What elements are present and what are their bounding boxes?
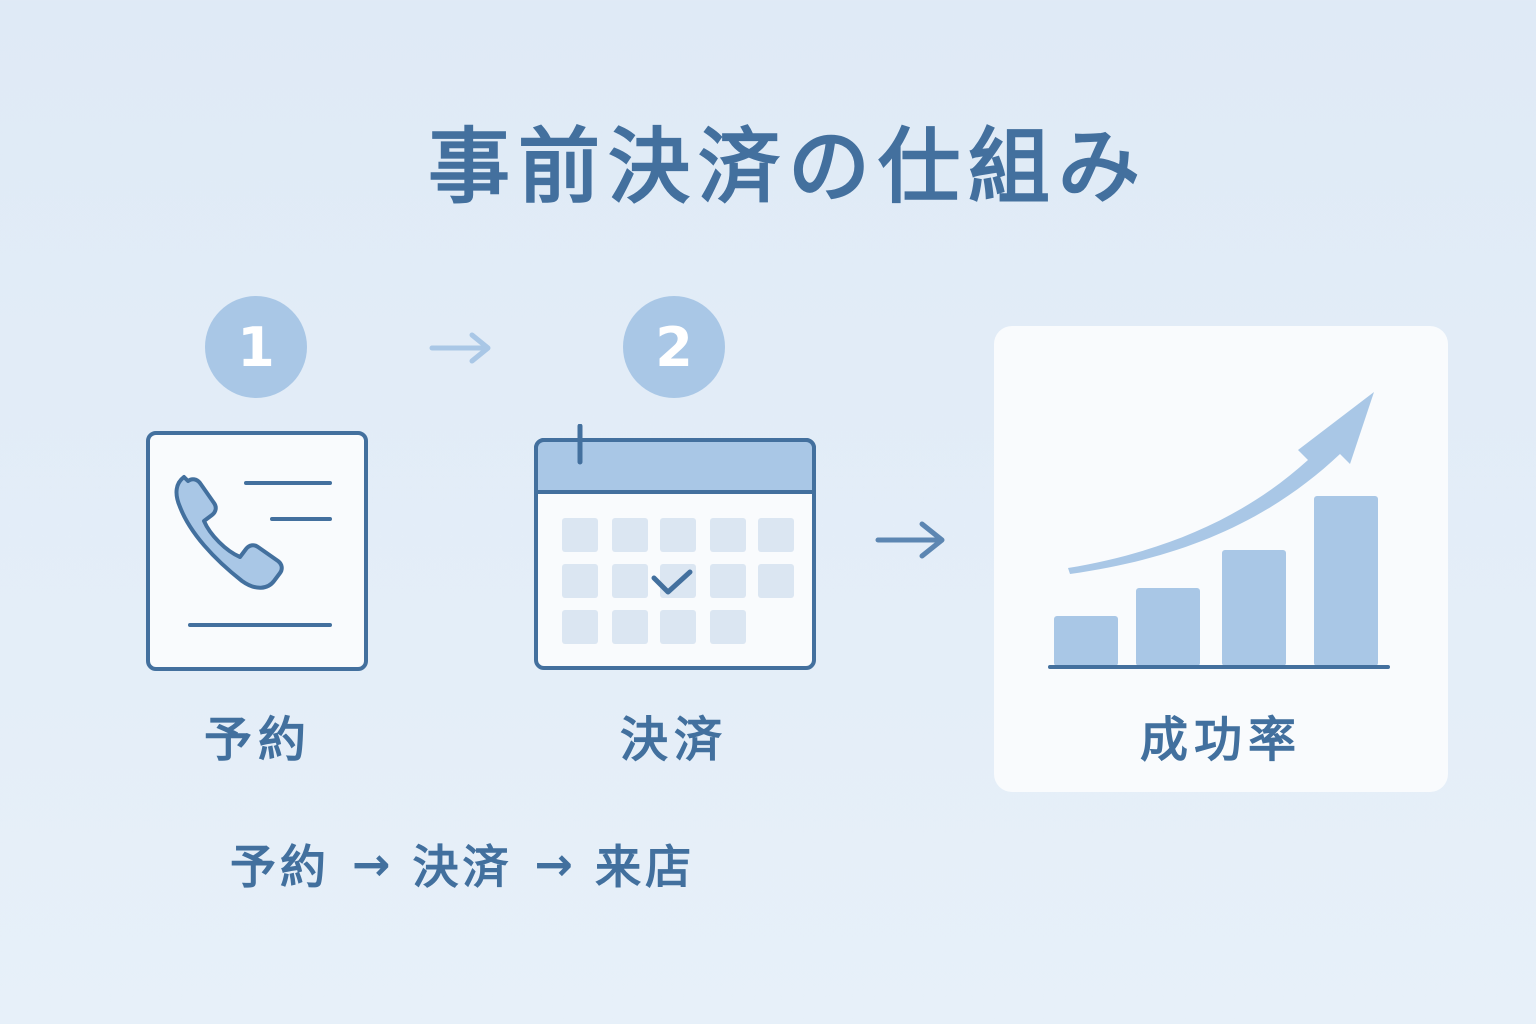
result-arrow-icon	[875, 521, 945, 559]
step-connector-arrow-icon	[429, 332, 491, 364]
growth-bar-chart-icon	[1048, 392, 1390, 669]
phone-document-icon	[146, 431, 368, 671]
step-1-badge: 1	[205, 296, 307, 398]
step-2-badge: 2	[623, 296, 725, 398]
step-2-label: 決済	[619, 712, 728, 768]
step-1-number: 1	[237, 315, 275, 379]
flow-arrow-icon: →	[352, 837, 391, 891]
flow-arrow-icon: →	[534, 837, 574, 891]
flow-item-payment: 決済	[412, 840, 513, 894]
calendar-check-icon	[534, 424, 816, 670]
flow-item-visit: 来店	[595, 840, 696, 894]
page-title: 事前決済の仕組み	[427, 120, 1148, 215]
result-card: 成功率	[994, 326, 1448, 792]
step-1-label: 予約	[203, 712, 312, 768]
result-label: 成功率	[1139, 712, 1302, 768]
flow-item-reservation: 予約	[230, 840, 330, 894]
flow-summary: 予約 → 決済 → 来店	[230, 832, 695, 896]
step-2-number: 2	[655, 315, 693, 379]
